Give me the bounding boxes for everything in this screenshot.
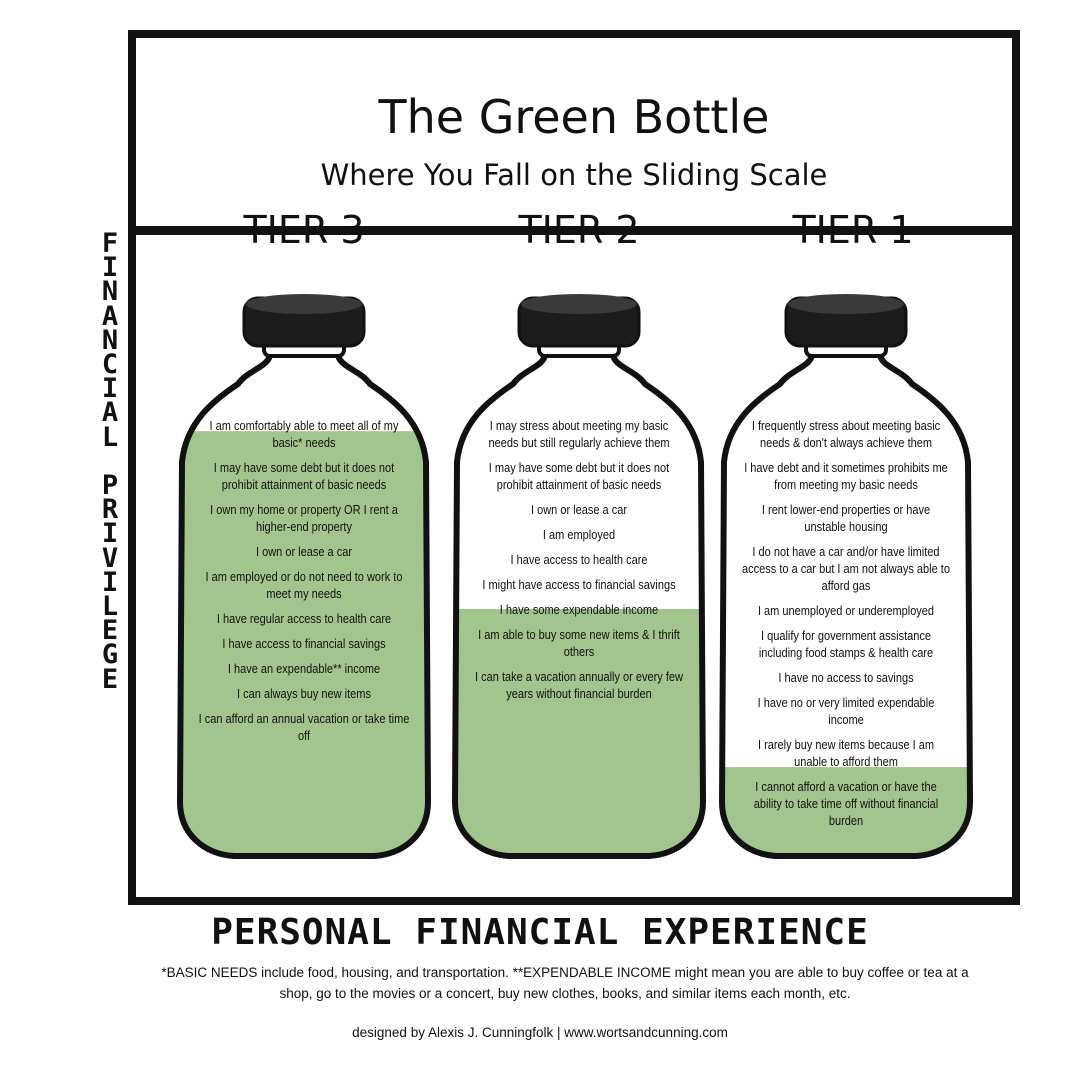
x-axis-label: PERSONAL FINANCIAL EXPERIENCE [211,912,869,953]
tier-item: I am employed [542,528,616,542]
tier-3-label: TIER 3 [243,208,365,252]
page-subtitle: Where You Fall on the Sliding Scale [320,158,828,192]
tier-item: I am employed or do not need to work to … [205,570,403,601]
tier-item: I can always buy new items [237,687,371,701]
tier-item: I may have some debt but it does not pro… [488,461,670,492]
tier-item: I have access to financial savings [222,637,386,651]
tier-item: I am unemployed or underemployed [757,604,935,618]
tier-item: I have an expendable** income [227,662,381,676]
liquid-fill [455,609,703,856]
tier-1-bottle: I frequently stress about meeting basic … [716,262,976,862]
bottle-graphic [719,294,973,859]
tier-3-items: I am comfortably able to meet all of my … [198,418,410,753]
tier-item: I have some expendable income [499,603,659,617]
tier-item: I have no access to savings [778,671,914,685]
tier-item: I own or lease a car [530,503,628,517]
tier-2-label: TIER 2 [518,208,640,252]
tier-item: I rarely buy new items because I am unab… [757,738,935,769]
liquid-fill [722,767,970,856]
tier-item: I have no or very limited expendable inc… [757,696,935,727]
page-title: The Green Bottle [378,90,770,144]
title-box: The Green Bottle Where You Fall on the S… [136,38,1012,235]
tier-item: I may have some debt but it does not pro… [213,461,395,492]
tier-item: I own or lease a car [255,545,353,559]
tier-item: I might have access to financial savings [482,578,676,592]
bottle-outline [719,319,973,859]
cap-top [246,294,362,314]
tier-2-items: I may stress about meeting my basic need… [473,418,684,711]
tier-item: I have debt and it sometimes prohibits m… [744,461,948,492]
tier-item: I frequently stress about meeting basic … [751,419,941,450]
tier-3-bottle: I am comfortably able to meet all of my … [174,262,434,862]
cap-top [521,294,637,314]
tier-item: I qualify for government assistance incl… [758,629,934,660]
footnote: *BASIC NEEDS include food, housing, and … [161,965,969,1001]
tier-item: I have regular access to health care [216,612,392,626]
tier-item: I can afford an annual vacation or take … [198,712,410,743]
liquid-fill [180,431,428,856]
tier-1-label: TIER 1 [792,208,914,252]
tier-1-items: I frequently stress about meeting basic … [740,418,951,838]
tier-item: I have access to health care [510,553,648,567]
tier-item: I may stress about meeting my basic need… [488,419,670,450]
cap-top [788,294,904,314]
tier-item: I rent lower-end properties or have unst… [761,503,931,534]
bottle-graphic [452,294,706,859]
y-axis-label: F I N A N C I A L P R I V I L E G E [101,228,119,695]
tier-2-bottle: I may stress about meeting my basic need… [449,262,709,862]
tier-item: I can take a vacation annually or every … [475,670,683,701]
bottle-outline [177,319,431,859]
tier-item: I do not have a car and/or have limited … [742,545,950,593]
tier-item: I own my home or property OR I rent a hi… [210,503,398,534]
tier-item: I am able to buy some new items & I thri… [478,628,680,659]
credit-line: designed by Alexis J. Cunningfolk | www.… [352,1025,728,1040]
bottle-graphic [177,294,431,859]
tier-item: I cannot afford a vacation or have the a… [753,780,939,828]
bottle-outline [452,319,706,859]
tier-item: I am comfortably able to meet all of my … [209,419,399,450]
